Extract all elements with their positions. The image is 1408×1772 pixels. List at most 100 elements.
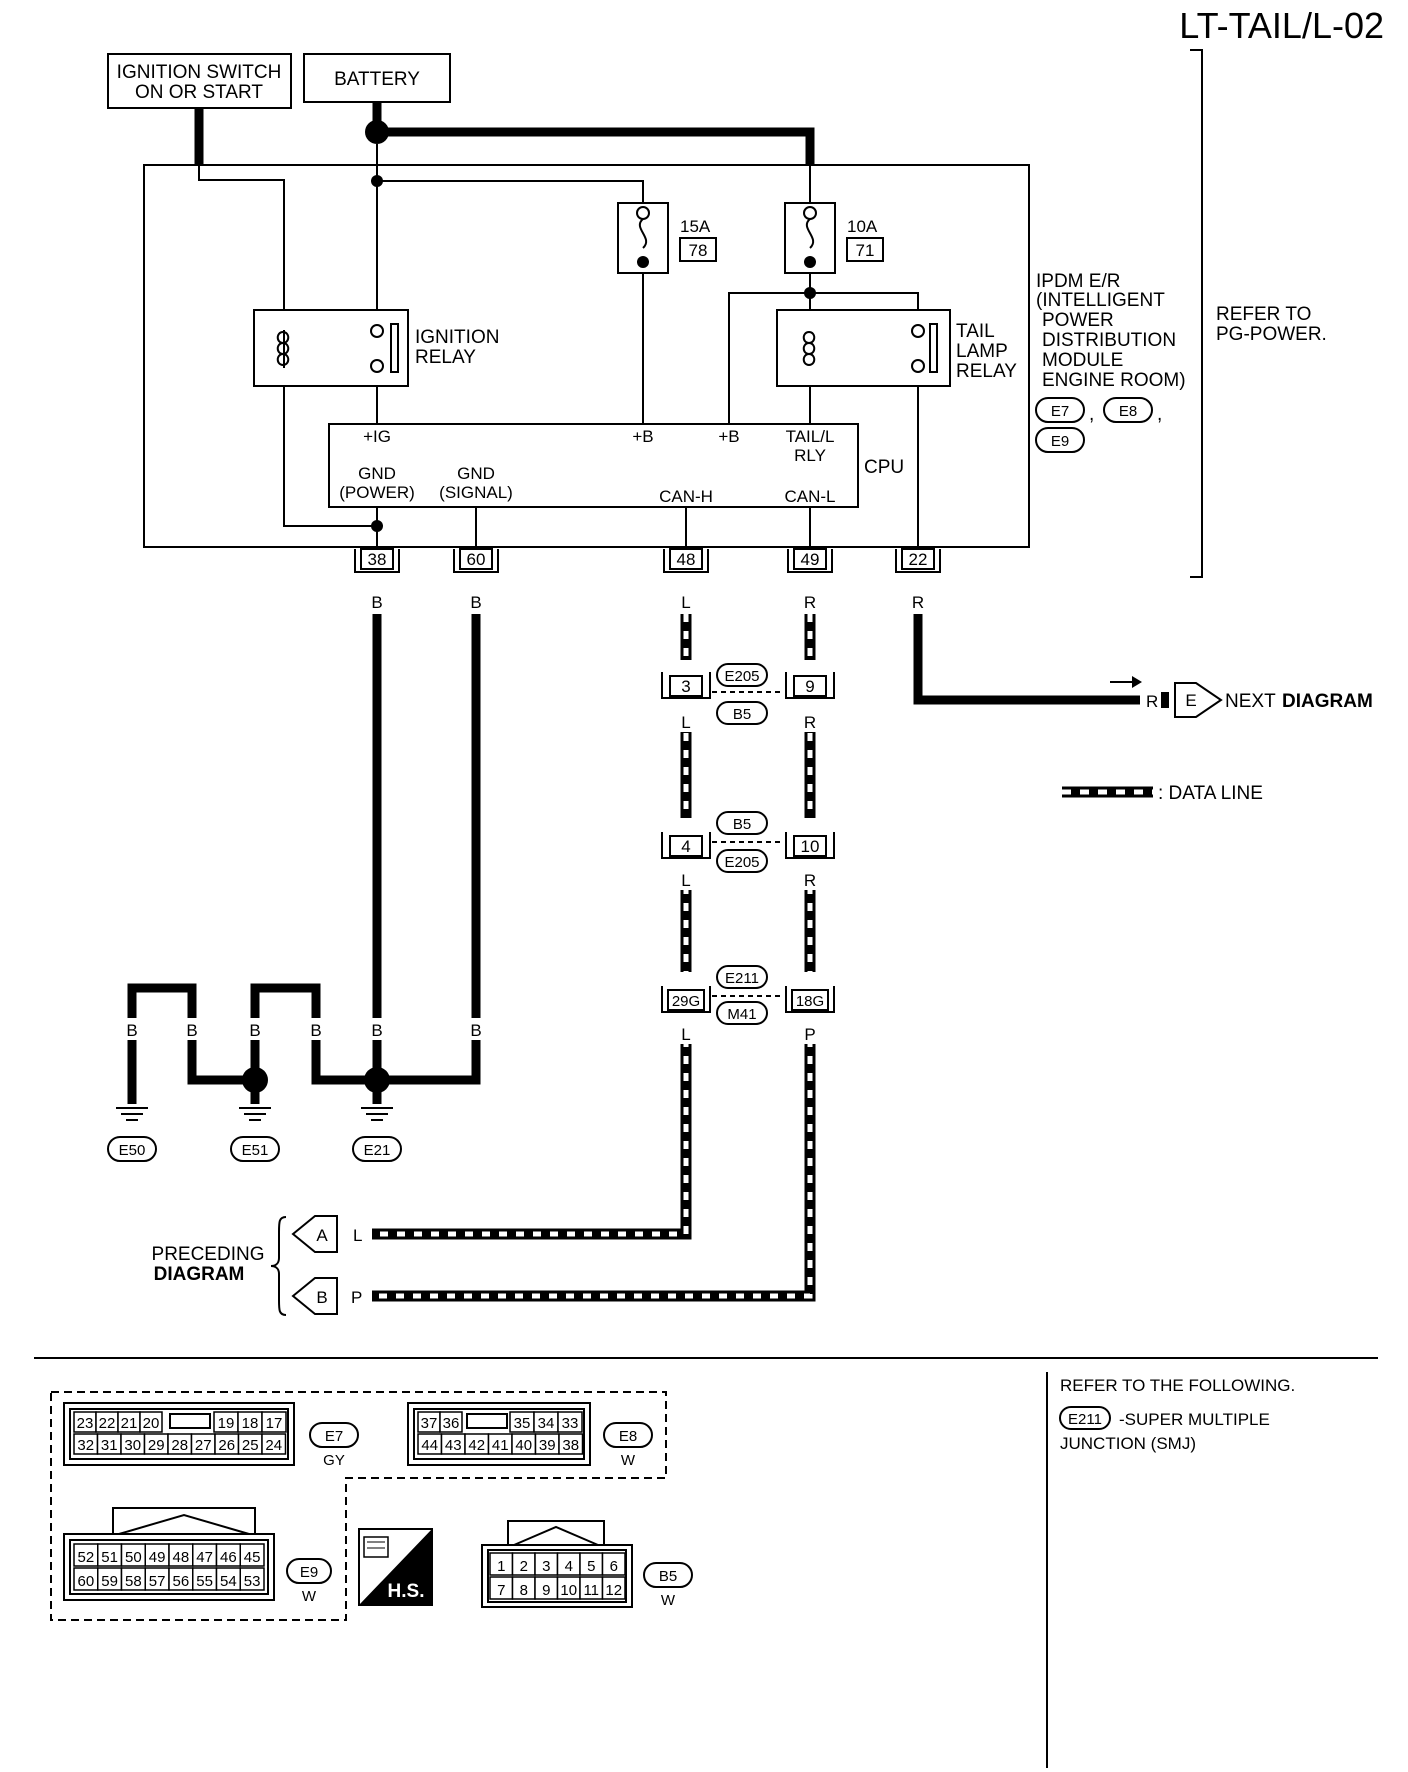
connector-e9-pin-label: 57 [149,1573,166,1590]
ignition-relay-label-2: RELAY [415,347,476,368]
connector-b5-pin-label: 4 [565,1558,573,1575]
terminal-48-wire: L [681,593,690,612]
connector-e8-pin-label: 42 [468,1437,485,1454]
connector-e8-pin-label: 38 [562,1437,579,1454]
refer-following-desc1: -SUPER MULTIPLE [1119,1410,1270,1429]
connector-e7-pin-label: 31 [101,1437,118,1454]
cpu-block: +IG +B +B TAIL/L RLY CPU GND (POWER) GND… [328,423,904,508]
cpu-ig-label: +IG [363,427,391,446]
fuse-10a-number: 71 [856,241,875,260]
connector-e8-pin-label: 44 [421,1437,438,1454]
ground-wire-label-5: B [371,1021,382,1040]
hs-icon: H.S. [358,1528,433,1606]
connector-e9-pin-label: 55 [196,1573,213,1590]
data-line-legend: : DATA LINE [1062,783,1263,804]
inline-2-bottom-id: E205 [724,854,759,871]
connector-e8-pin-label: 36 [443,1415,460,1432]
terminal-49: 49 R [787,548,833,612]
battery-label: BATTERY [334,69,420,90]
cpu-label: CPU [864,457,904,478]
preceding-b-letter: B [316,1288,327,1307]
ipdm-line-6: ENGINE ROOM) [1042,370,1186,391]
ipdm-connector-group-outline [50,1391,667,1621]
connector-e8-cell [558,1433,584,1455]
junction-dots [371,175,816,532]
connector-e8-pin-label: 33 [562,1415,579,1432]
terminal-22-wire: R [912,593,924,612]
inline-2-left-pin: 4 [681,837,690,856]
ignition-label-line1: IGNITION SWITCH [117,62,282,83]
next-diagram-wire: R [1146,692,1158,711]
inline-connector-3: 29G 18G E211 M41 L P [661,965,835,1044]
connector-e7-pin-label: 32 [77,1437,94,1454]
tail-relay-label-1: TAIL [956,321,995,342]
cpu-gnd-power-2: (POWER) [339,483,415,502]
connector-e9-id: E9 [300,1564,318,1581]
inline-2-right-pin: 10 [801,837,820,856]
terminal-38-wire: B [371,593,382,612]
ground-id-e51: E51 [242,1142,269,1159]
connector-b5-pin-label: 11 [583,1582,599,1599]
ignition-relay: IGNITION RELAY [253,309,499,387]
connector-e9-pin-label: 49 [149,1549,166,1566]
hs-label: H.S. [388,1581,425,1602]
terminal-38: 38 B [354,548,400,612]
ground-wire-labels: B B B B B B [122,1018,486,1040]
tail-relay-label-2: LAMP [956,341,1008,362]
terminal-60-wire: B [470,593,481,612]
connector-e9-pin-label: 60 [78,1573,95,1590]
next-diagram-label-b: DIAGRAM [1282,691,1373,712]
tail-relay-label-3: RELAY [956,361,1017,382]
connector-e7-pin-label: 30 [124,1437,141,1454]
connector-e7-pin-label: 27 [195,1437,212,1454]
fuse-15a: 15A 78 [617,202,717,274]
inline-1-bottom-id: B5 [733,706,751,723]
connector-b5-pin-label: 8 [520,1582,528,1599]
tail-lamp-relay: TAIL LAMP RELAY [776,309,1017,387]
connector-e8-cell [557,1411,583,1433]
ipdm-housing [143,164,1030,548]
connector-e7-pin-label: 28 [171,1437,188,1454]
inline-3-top-id: E211 [725,970,759,987]
connector-e9-pin-label: 50 [125,1549,142,1566]
ipdm-connector-e7: E7 [1051,403,1069,420]
connector-e7-pin-label: 17 [266,1415,283,1432]
ipdm-separator-1: , [1089,404,1094,425]
connector-e9-pin-label: 59 [101,1573,118,1590]
fuse-10a-rating: 10A [847,217,878,236]
preceding-a-wire: L [353,1226,362,1245]
refer-following: REFER TO THE FOLLOWING. E211 -SUPER MULT… [1059,1376,1295,1453]
connector-b5-cell [601,1552,626,1576]
cpu-can-h-label: CAN-H [659,487,713,506]
inline-3-right-pin: 18G [796,993,824,1010]
connector-b5-id: B5 [659,1568,677,1585]
terminal-38-pin: 38 [368,550,387,569]
terminal-22-pin: 22 [909,550,928,569]
connector-e8-pin-label: 40 [515,1437,532,1454]
ground-ids: E50 E51 E21 [107,1136,402,1162]
connector-b5-pin-label: 6 [610,1558,618,1575]
preceding-a-letter: A [316,1226,328,1245]
connector-e7-id: E7 [325,1428,343,1445]
terminal-60-pin: 60 [467,550,486,569]
feed-wires [194,102,815,165]
connector-e8-pin-label: 37 [421,1415,438,1432]
connector-e9-cell [239,1543,265,1567]
ipdm-line-2: (INTELLIGENT [1036,290,1165,311]
ignition-switch-box: IGNITION SWITCH ON OR START [107,53,292,109]
ipdm-connector-e9: E9 [1051,433,1069,450]
inline-3-right-wire: P [804,1025,815,1044]
connector-e7-pin-label: 25 [242,1437,259,1454]
inline-1-left-wire: L [681,713,690,732]
connector-e7-pin-label: 18 [242,1415,259,1432]
terminal-22: 22 R [895,548,941,612]
connector-e8-color: W [621,1452,636,1469]
refer-following-line1: REFER TO THE FOLLOWING. [1060,1376,1295,1395]
connector-e8-id: E8 [619,1428,637,1445]
connector-e7-pin-label: 29 [148,1437,165,1454]
fuse-15a-rating: 15A [680,217,711,236]
